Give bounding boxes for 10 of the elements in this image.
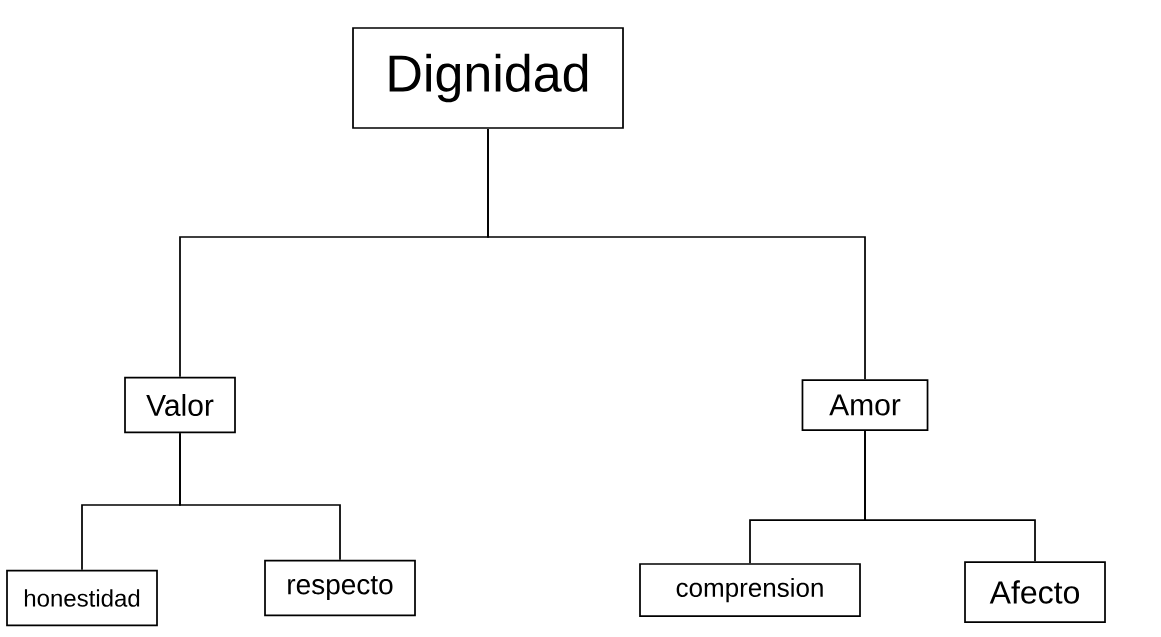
concept-box: Afecto [964,561,1106,623]
concept-box: Dignidad [352,27,624,129]
concept-box: Valor [124,376,236,434]
concept-box: Amor [801,379,929,431]
connector-line [179,432,341,561]
concept-box: honestidad [6,569,158,627]
connector-line [864,430,1036,562]
connector-line [487,128,866,380]
concept-box: respecto [264,559,416,617]
concept-box: comprension [639,563,861,617]
